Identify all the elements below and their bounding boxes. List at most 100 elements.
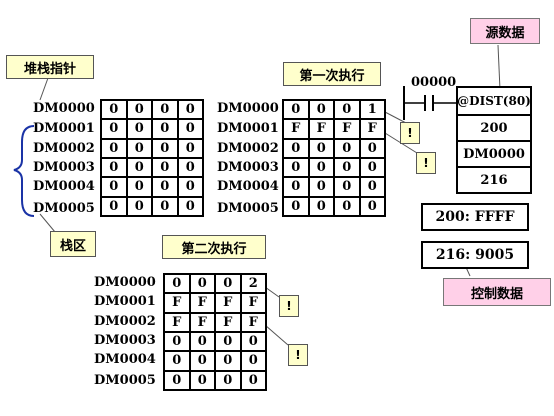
row-label: DM0001	[33, 121, 95, 136]
second-bang1: !	[279, 295, 299, 317]
table-cell: 0	[102, 178, 126, 196]
row-label: DM0005	[217, 201, 279, 216]
table-cell: 0	[153, 120, 177, 138]
table-cell: 0	[360, 158, 384, 177]
row-label: DM0003	[94, 333, 156, 348]
table-cell: 0	[335, 197, 359, 215]
table-cell: F	[165, 313, 189, 331]
row-label: DM0002	[94, 314, 156, 329]
table-cell: 0	[190, 275, 214, 293]
table-cell: F	[190, 294, 214, 312]
table-cell: 0	[190, 371, 214, 389]
table-cell: 0	[241, 371, 265, 389]
table-cell: 0	[241, 332, 265, 351]
table-cell: 0	[178, 197, 202, 215]
table-cell: F	[360, 120, 384, 138]
row-label: DM0005	[33, 201, 95, 216]
table-cell: 0	[335, 101, 359, 119]
first-exec-callout: 第一次执行	[283, 62, 381, 86]
table-cell: F	[216, 313, 240, 331]
stack-area-brace	[13, 125, 35, 217]
value-200-box: 200: FFFF	[421, 203, 529, 231]
table-cell: 0	[178, 178, 202, 196]
table-cell: 0	[284, 197, 308, 215]
table-cell: 0	[102, 158, 126, 177]
stack-pointer-leader	[39, 77, 49, 101]
table-cell: 0	[360, 197, 384, 215]
source-data-callout: 源数据	[470, 18, 540, 44]
table-cell: 0	[165, 332, 189, 351]
table-cell: F	[284, 120, 308, 138]
table-cell: 0	[102, 197, 126, 215]
table-cell: 0	[216, 275, 240, 293]
row-label: DM0001	[94, 294, 156, 309]
row-label: DM0004	[33, 179, 95, 194]
table-cell: 0	[216, 371, 240, 389]
operand-base: DM0000	[456, 140, 532, 168]
value-216-box: 216: 9005	[421, 241, 529, 269]
table-cell: 0	[165, 352, 189, 370]
table-cell: 0	[165, 275, 189, 293]
table-cell: 0	[153, 139, 177, 157]
table-cell: 0	[190, 352, 214, 370]
table-cell: 0	[153, 101, 177, 119]
table-cell: 1	[360, 101, 384, 119]
row-label: DM0002	[217, 141, 279, 156]
second-bang2: !	[288, 344, 308, 366]
table-cell: 0	[102, 120, 126, 138]
table-cell: 0	[178, 139, 202, 157]
row-label: DM0000	[33, 101, 95, 116]
table-cell: F	[190, 313, 214, 331]
dist-instruction: @DIST(80)	[456, 86, 532, 116]
table-cell: 0	[127, 158, 151, 177]
table-cell: 0	[309, 101, 333, 119]
table-cell: 0	[127, 120, 151, 138]
table-cell: 0	[127, 101, 151, 119]
table-cell: 0	[153, 178, 177, 196]
table-cell: F	[216, 294, 240, 312]
table-cell: 0	[335, 139, 359, 157]
row-label: DM0003	[217, 160, 279, 175]
table-cell: 0	[190, 332, 214, 351]
source-data-leader	[497, 44, 501, 91]
table-cell: 0	[102, 101, 126, 119]
table-cell: 0	[127, 178, 151, 196]
table-cell: 2	[241, 275, 265, 293]
table-cell: 0	[241, 352, 265, 370]
operand-control: 216	[456, 166, 532, 194]
table-cell: 0	[216, 332, 240, 351]
row-label: DM0004	[217, 179, 279, 194]
table-cell: 0	[360, 178, 384, 196]
table-cell: 0	[360, 139, 384, 157]
table-cell: 0	[178, 158, 202, 177]
table-cell: 0	[284, 178, 308, 196]
row-label: DM0003	[33, 160, 95, 175]
table-cell: 0	[309, 139, 333, 157]
row-label: DM0004	[94, 352, 156, 367]
first-bang2: !	[416, 152, 436, 174]
contact-address: 00000	[411, 75, 457, 90]
table-cell: 0	[127, 139, 151, 157]
table-cell: 0	[335, 178, 359, 196]
row-label: DM0002	[33, 141, 95, 156]
row-label: DM0001	[217, 121, 279, 136]
row-label: DM0000	[94, 275, 156, 290]
first-bang1-leader	[384, 111, 407, 124]
second-exec-callout: 第二次执行	[162, 235, 266, 259]
table-cell: 0	[284, 139, 308, 157]
stack-area-leader	[39, 213, 56, 233]
table-cell: 0	[284, 158, 308, 177]
stack-area-callout: 栈区	[50, 231, 96, 257]
table-cell: 0	[309, 178, 333, 196]
control-data-callout: 控制数据	[443, 278, 551, 306]
table-cell: 0	[178, 101, 202, 119]
table-cell: 0	[127, 197, 151, 215]
table-cell: 0	[309, 158, 333, 177]
row-label: DM0000	[217, 101, 279, 116]
second-bang2-leader	[264, 324, 289, 346]
operand-source: 200	[456, 114, 532, 142]
table-cell: F	[335, 120, 359, 138]
